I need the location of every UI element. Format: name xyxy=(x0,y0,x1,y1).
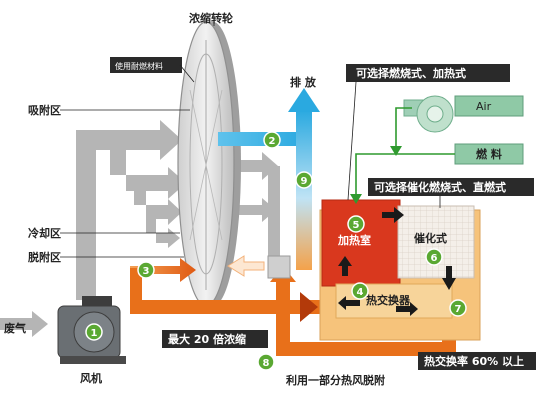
heat-exchanger-label: 热交换器 xyxy=(366,293,411,307)
waste-gas-arrow xyxy=(0,311,48,337)
gray-inflow-arrow-3 xyxy=(134,175,182,225)
exhaust-arrow-head xyxy=(288,88,320,112)
fuel-heat-label: 可选择燃烧式、加热式 xyxy=(356,66,466,80)
catalytic-box xyxy=(397,205,475,279)
step-badge-7: 7 xyxy=(449,299,467,317)
equipment-block xyxy=(319,199,481,341)
air-blower xyxy=(403,95,524,133)
gray-connector xyxy=(268,166,280,258)
air-label: Air xyxy=(476,100,492,113)
dark-label-boxes xyxy=(110,57,536,370)
catalytic-label: 催化式 xyxy=(414,231,447,245)
catalytic-direct-label-box xyxy=(368,178,534,196)
svg-text:7: 7 xyxy=(455,304,462,315)
step-badges: 1 2 3 4 5 6 7 8 xyxy=(85,131,467,371)
svg-text:4: 4 xyxy=(357,287,364,298)
max-conc-label: 最大 20 倍浓缩 xyxy=(168,332,246,346)
air-box xyxy=(454,95,524,117)
gray-outflow-arrow-2 xyxy=(236,198,276,222)
step-badge-9: 9 xyxy=(295,171,313,189)
fireproof-label-box xyxy=(110,57,182,73)
exchange-rate-label-box xyxy=(418,352,536,370)
gray-inflow-arrow-4 xyxy=(146,219,180,248)
step-badge-1: 1 xyxy=(85,323,103,341)
exhaust-label: 排 放 xyxy=(290,75,317,89)
svg-text:2: 2 xyxy=(269,136,276,147)
exchange-rate-label: 热交换率 60% 以上 xyxy=(424,354,524,368)
blue-vertical-pipe xyxy=(296,110,312,270)
catalytic-direct-label: 可选择催化燃烧式、直燃式 xyxy=(374,180,506,194)
blue-horizontal-pipe xyxy=(218,132,306,146)
gray-inflow-arrow-2 xyxy=(110,150,186,199)
step-badge-2: 2 xyxy=(263,131,281,149)
fuel-heat-label-box xyxy=(346,64,510,82)
air-line xyxy=(395,107,412,148)
fireproof-label: 使用耐燃材料 xyxy=(115,61,163,71)
partial-heat-label: 利用一部分热风脱附 xyxy=(286,373,385,387)
svg-text:9: 9 xyxy=(301,176,308,187)
desorption-inflow-arrow xyxy=(130,258,196,282)
fan-label: 风机 xyxy=(80,371,102,385)
svg-text:6: 6 xyxy=(431,253,438,264)
exhaust-flow xyxy=(218,88,320,270)
fuel-line xyxy=(355,153,455,196)
svg-text:1: 1 xyxy=(91,328,98,339)
waste-gas-label: 废气 xyxy=(4,321,26,335)
step-badge-3: 3 xyxy=(137,261,155,279)
leader-lines xyxy=(60,18,441,258)
step-badge-5: 5 xyxy=(347,215,365,233)
mixing-box xyxy=(267,255,291,279)
svg-text:5: 5 xyxy=(353,220,360,231)
adsorption-label: 吸附区 xyxy=(28,103,61,117)
max-conc-label-box xyxy=(162,330,268,348)
svg-text:3: 3 xyxy=(143,266,150,277)
fuel-label: 燃 料 xyxy=(475,147,502,161)
rotor-wheel xyxy=(177,21,241,307)
return-arrow-white xyxy=(227,255,265,277)
gray-flow-arrows xyxy=(0,120,280,337)
heating-chamber-label: 加热室 xyxy=(337,233,371,247)
green-lines xyxy=(350,107,455,204)
partial-heat-riser xyxy=(276,276,290,356)
rotor-label: 浓缩转轮 xyxy=(189,11,233,25)
step-badge-8: 8 xyxy=(257,353,275,371)
step-badge-6: 6 xyxy=(425,248,443,266)
desorption-label: 脱附区 xyxy=(28,250,61,264)
bottom-arrow xyxy=(300,292,318,322)
step-badge-4: 4 xyxy=(351,282,369,300)
gray-outflow-arrow-1 xyxy=(232,152,278,180)
svg-text:8: 8 xyxy=(263,358,270,369)
cooling-label: 冷却区 xyxy=(28,226,61,240)
adsorption-inflow-arrow xyxy=(76,120,182,300)
